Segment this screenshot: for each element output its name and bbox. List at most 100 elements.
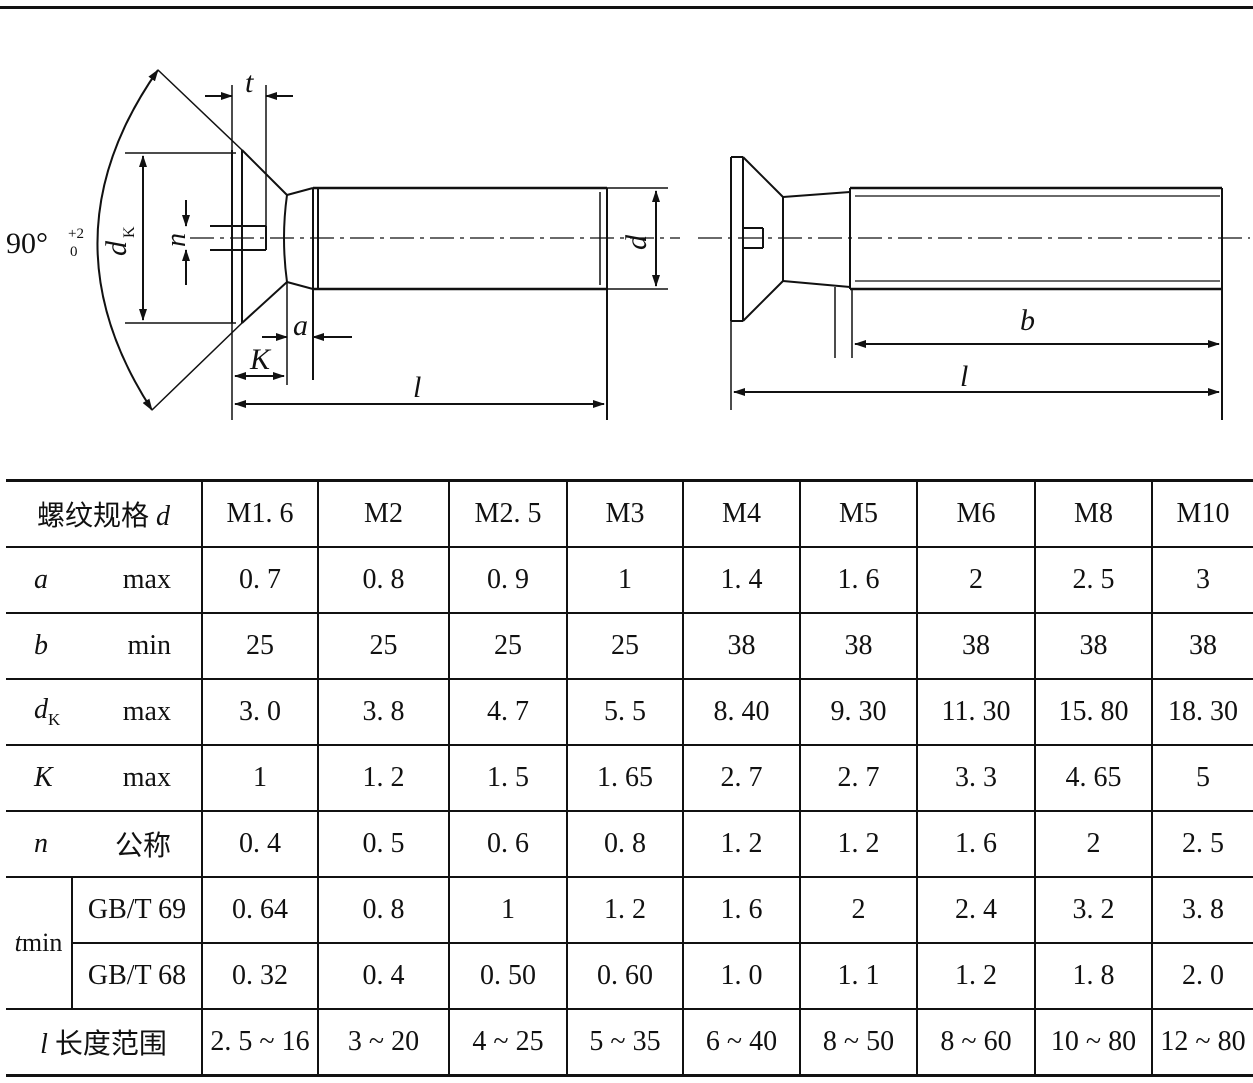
row-symbol: K: [34, 762, 53, 793]
value-cell: 25: [448, 612, 568, 680]
value-cell: 2. 5: [1034, 546, 1153, 614]
left-view: [96, 69, 680, 420]
value-cell: 2. 4: [916, 876, 1036, 944]
value-cell: 1. 2: [317, 744, 450, 812]
value-cell: 3. 8: [317, 678, 450, 746]
value-cell: 1. 0: [682, 942, 801, 1010]
row-qualifier: min: [127, 630, 171, 661]
value-cell: 8 ~ 50: [799, 1008, 918, 1077]
size-cell: M5: [799, 479, 918, 548]
t-group-label: tmin: [6, 876, 73, 1010]
size-cell: M2. 5: [448, 479, 568, 548]
value-cell: 3. 8: [1151, 876, 1253, 944]
value-cell: 0. 8: [317, 876, 450, 944]
value-cell: 3: [1151, 546, 1253, 614]
value-cell: 0. 8: [317, 546, 450, 614]
row-symbol: dK: [34, 694, 60, 730]
row-qualifier: max: [122, 762, 171, 793]
size-cell: M6: [916, 479, 1036, 548]
value-cell: 1. 6: [916, 810, 1036, 878]
right-view: [698, 156, 1250, 420]
size-cell: M10: [1151, 479, 1253, 548]
value-cell: 5 ~ 35: [566, 1008, 684, 1077]
angle-tol-lower: 0: [70, 244, 78, 260]
value-cell: 25: [201, 612, 319, 680]
value-cell: 1. 6: [682, 876, 801, 944]
value-cell: 9. 30: [799, 678, 918, 746]
header-label-sym: d: [156, 501, 170, 532]
dim-K-label: K: [249, 343, 272, 376]
value-cell: 2. 5: [1151, 810, 1253, 878]
value-cell: 0. 8: [566, 810, 684, 878]
row-qualifier: 公称: [114, 831, 171, 862]
value-cell: 1. 2: [799, 810, 918, 878]
value-cell: 5: [1151, 744, 1253, 812]
value-cell: 38: [799, 612, 918, 680]
value-cell: 2. 0: [1151, 942, 1253, 1010]
value-cell: 1: [448, 876, 568, 944]
value-cell: 0. 4: [317, 942, 450, 1010]
value-cell: 25: [566, 612, 684, 680]
value-cell: 8 ~ 60: [916, 1008, 1036, 1077]
value-cell: 0. 60: [566, 942, 684, 1010]
value-cell: 3. 3: [916, 744, 1036, 812]
value-cell: 0. 5: [317, 810, 450, 878]
value-cell: 2. 5 ~ 16: [201, 1008, 319, 1077]
row-symbol: b: [34, 630, 48, 661]
value-cell: 4. 65: [1034, 744, 1153, 812]
size-cell: M1. 6: [201, 479, 319, 548]
value-cell: 11. 30: [916, 678, 1036, 746]
angle-label: 90°: [6, 227, 48, 260]
angle-tol-upper: +2: [68, 226, 84, 242]
value-cell: 4 ~ 25: [448, 1008, 568, 1077]
value-cell: 2: [916, 546, 1036, 614]
value-cell: 0. 4: [201, 810, 319, 878]
value-cell: 1. 2: [916, 942, 1036, 1010]
row-symbol: n: [34, 828, 48, 859]
row-symbol: l: [40, 1029, 48, 1060]
dim-n-label: n: [161, 233, 192, 247]
dim-dk-label: d: [100, 240, 133, 256]
spec-table: 螺纹规格 d M1. 6 M2 M2. 5 M3 M4 M5 M6 M8 M10…: [6, 479, 1253, 1077]
row-qualifier: max: [122, 696, 171, 727]
value-cell: 4. 7: [448, 678, 568, 746]
dim-l-left-label: l: [413, 371, 421, 404]
dim-l-right-label: l: [960, 360, 968, 393]
value-cell: 1. 65: [566, 744, 684, 812]
header-label-cell: 螺纹规格 d: [6, 479, 203, 548]
value-cell: 2: [1034, 810, 1153, 878]
value-cell: 8. 40: [682, 678, 801, 746]
dim-t-label: t: [245, 66, 254, 99]
row-symbol-main: d: [34, 694, 48, 725]
size-cell: M8: [1034, 479, 1153, 548]
value-cell: 0. 32: [201, 942, 319, 1010]
value-cell: 10 ~ 80: [1034, 1008, 1153, 1077]
value-cell: 1: [201, 744, 319, 812]
value-cell: 0. 64: [201, 876, 319, 944]
value-cell: 38: [916, 612, 1036, 680]
value-cell: 3. 2: [1034, 876, 1153, 944]
dim-dk-sub: K: [121, 226, 138, 238]
value-cell: 38: [1151, 612, 1253, 680]
value-cell: 1. 5: [448, 744, 568, 812]
std-label: GB/T 68: [72, 942, 203, 1010]
value-cell: 0. 9: [448, 546, 568, 614]
value-cell: 6 ~ 40: [682, 1008, 801, 1077]
value-cell: 5. 5: [566, 678, 684, 746]
std-label: GB/T 69: [71, 876, 203, 944]
top-rule: [0, 6, 1253, 9]
value-cell: 0. 50: [448, 942, 568, 1010]
header-label: 螺纹规格: [36, 501, 149, 532]
value-cell: 2. 7: [799, 744, 918, 812]
size-cell: M2: [317, 479, 450, 548]
t-group-qual: min: [21, 928, 63, 957]
value-cell: 1. 2: [682, 810, 801, 878]
dim-b-label: b: [1020, 304, 1035, 337]
size-cell: M4: [682, 479, 801, 548]
